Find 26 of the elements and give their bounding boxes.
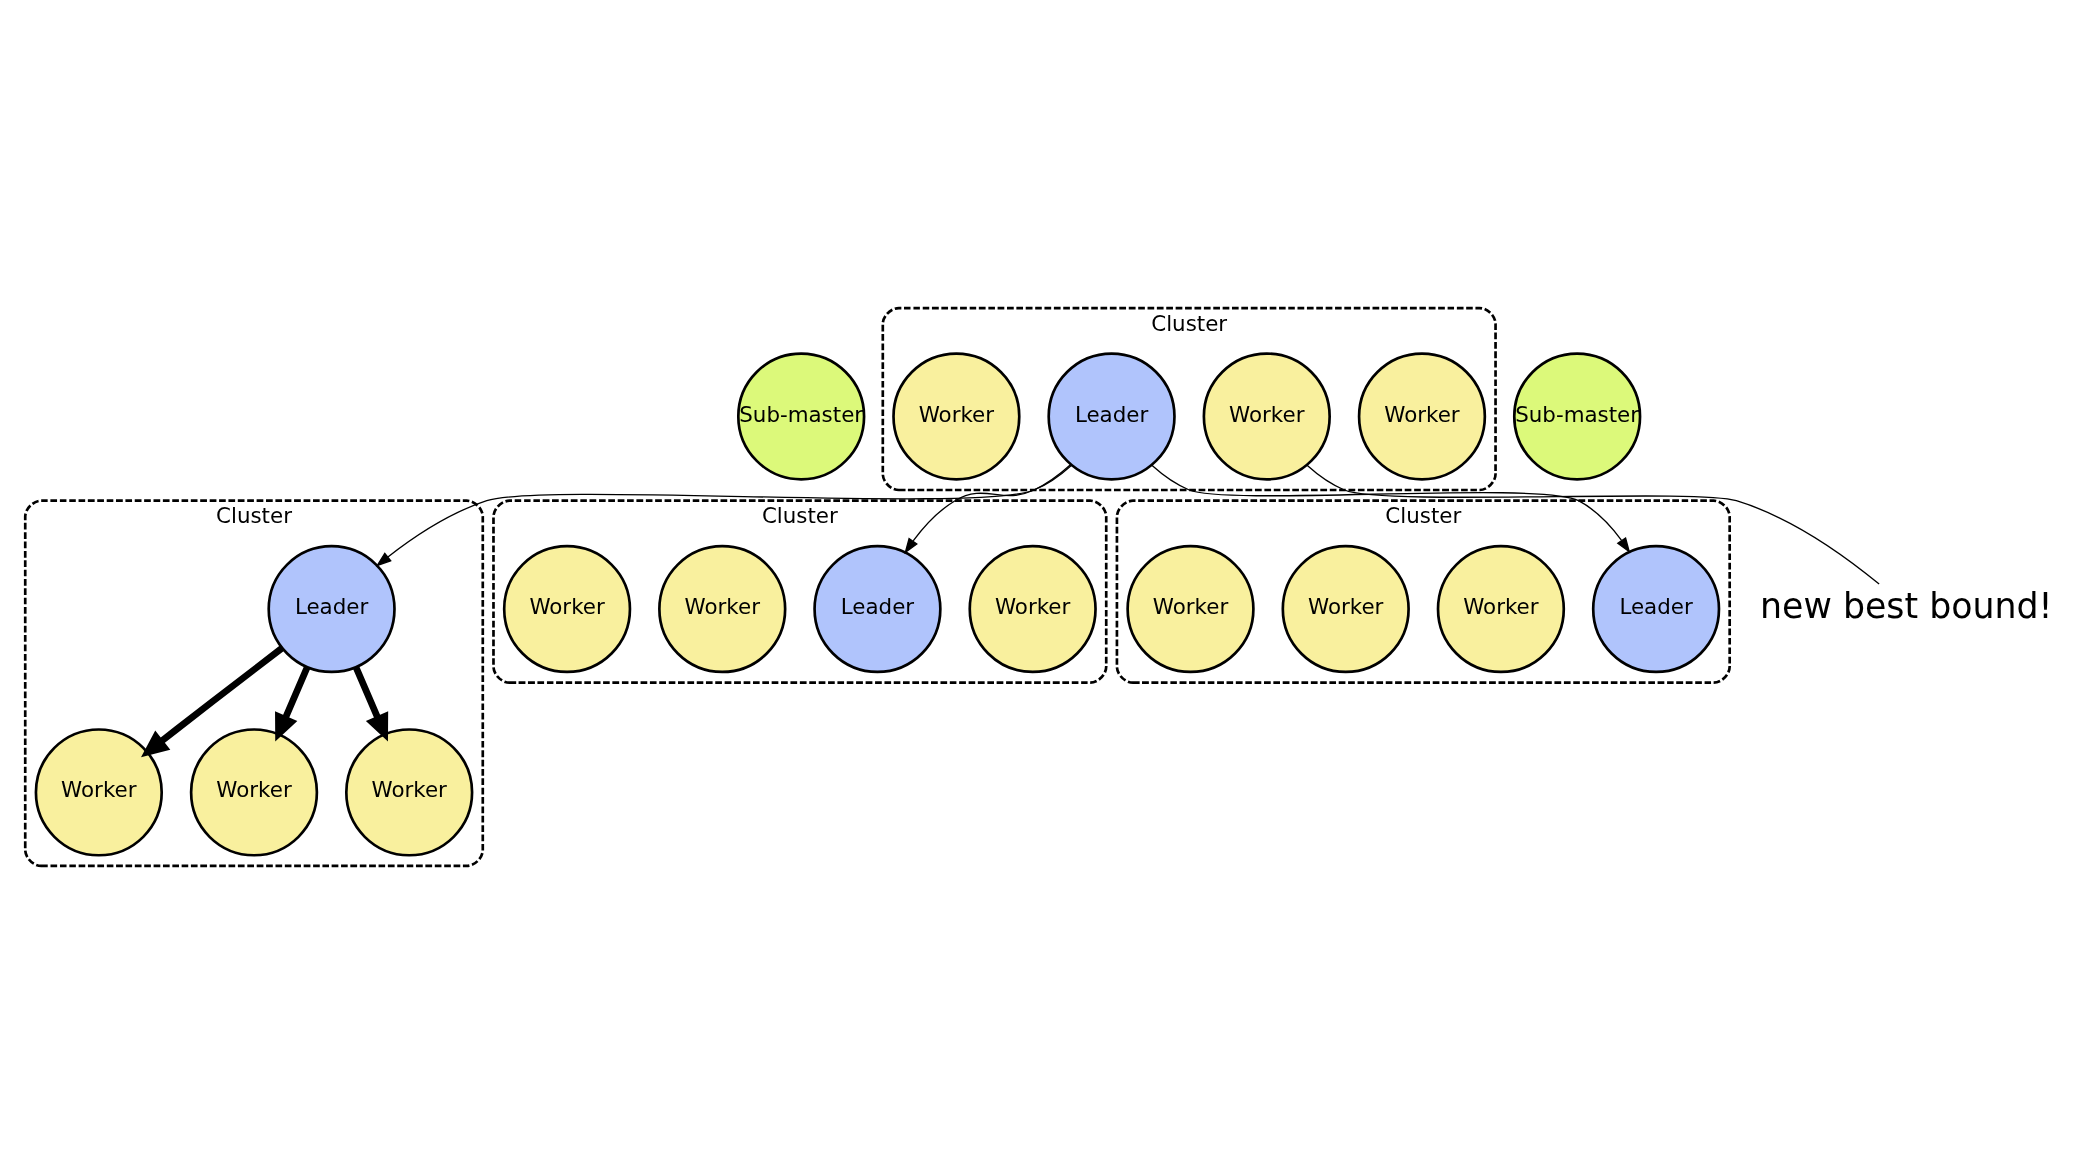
- node-circle: Worker: [1126, 544, 1255, 674]
- arrow: [1151, 464, 1631, 554]
- connector: [1306, 464, 1880, 585]
- node-circle: Leader: [267, 544, 396, 674]
- node-circle: Leader: [813, 544, 942, 674]
- node-circle: Sub-master: [1512, 352, 1642, 481]
- arrow: [352, 665, 389, 742]
- node-circle: Worker: [1281, 544, 1410, 674]
- node-circle: Worker: [658, 544, 787, 674]
- node-circle: Worker: [502, 544, 632, 674]
- node-circle: Worker: [34, 728, 164, 857]
- arrow: [375, 464, 1072, 567]
- node-circle: Worker: [189, 728, 319, 857]
- node-circle: Worker: [345, 728, 474, 857]
- node-circle: Worker: [968, 544, 1097, 674]
- node-circle: Sub-master: [736, 352, 866, 481]
- node-circle: Worker: [892, 352, 1021, 481]
- arrow: [904, 464, 1072, 554]
- node-circle: Worker: [1202, 352, 1331, 481]
- node-text: new best bound!: [1759, 585, 2053, 626]
- node-circle: Worker: [1436, 544, 1566, 674]
- arrow: [275, 665, 311, 742]
- arrow: [141, 645, 285, 758]
- node-circle: Leader: [1591, 544, 1721, 674]
- node-circle: Worker: [1357, 352, 1487, 481]
- node-circle: Leader: [1047, 352, 1176, 481]
